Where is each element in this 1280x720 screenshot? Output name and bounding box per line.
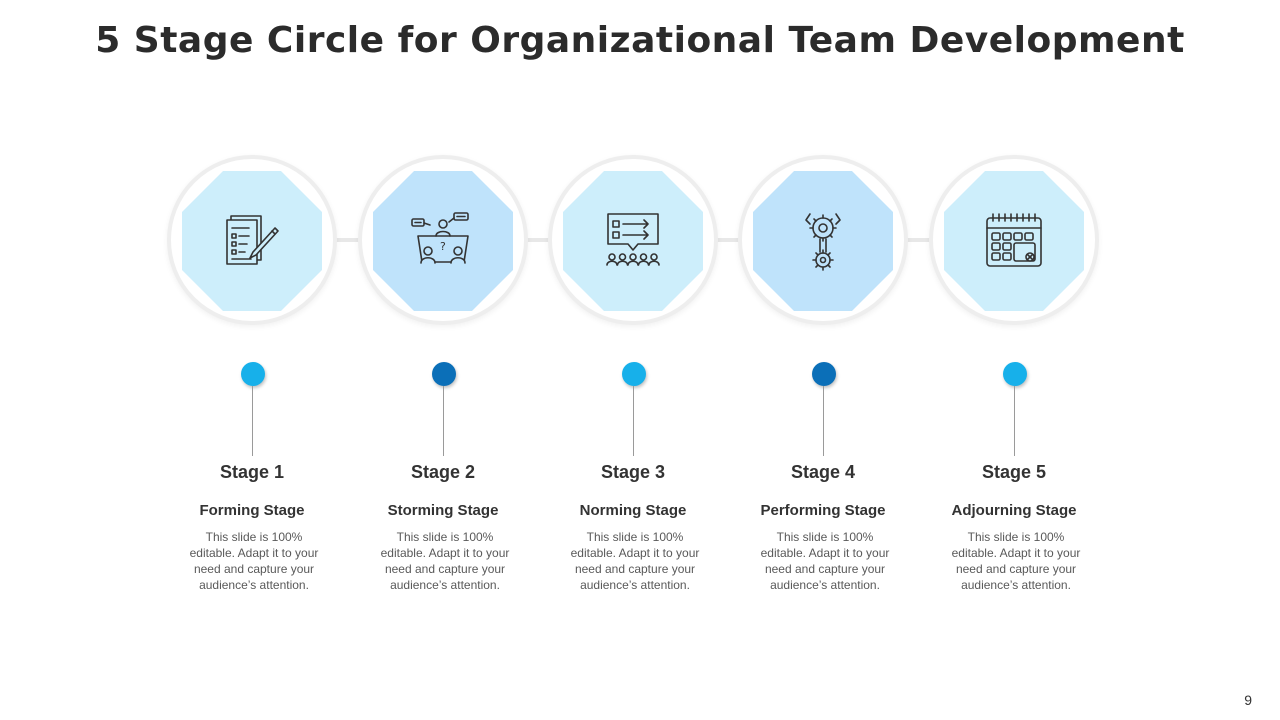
stage-description: This slide is 100% editable. Adapt it to… xyxy=(189,530,319,592)
meeting-discussion-icon: ? xyxy=(411,212,469,264)
checklist-pen-icon xyxy=(226,215,279,265)
stage-octagon xyxy=(563,171,703,311)
stage-connector-line xyxy=(1014,386,1015,456)
stage-connector-line xyxy=(823,386,824,456)
stage-marker xyxy=(1003,362,1027,386)
stage-name: Forming Stage xyxy=(199,502,305,519)
stage-marker xyxy=(812,362,836,386)
page-title: 5 Stage Circle for Organizational Team D… xyxy=(95,20,1185,61)
stage-label: Stage 2 xyxy=(410,462,476,482)
gears-icon xyxy=(805,213,841,271)
stage-2: ? Stage 2 Storming Stage This slide is 1… xyxy=(348,0,538,720)
stage-connector-line xyxy=(443,386,444,456)
stage-description: This slide is 100% editable. Adapt it to… xyxy=(951,530,1081,592)
stage-name: Norming Stage xyxy=(579,502,687,519)
stage-marker xyxy=(432,362,456,386)
stage-3: Stage 3 Norming Stage This slide is 100%… xyxy=(538,0,728,720)
stage-octagon xyxy=(373,171,513,311)
page-number: 9 xyxy=(1244,692,1252,708)
stage-4: Stage 4 Performing Stage This slide is 1… xyxy=(728,0,918,720)
stage-name: Adjourning Stage xyxy=(951,502,1077,519)
calendar-cancel-icon xyxy=(986,213,1042,267)
stage-description: This slide is 100% editable. Adapt it to… xyxy=(570,530,700,592)
stage-marker xyxy=(622,362,646,386)
stage-label: Stage 3 xyxy=(600,462,666,482)
stage-description: This slide is 100% editable. Adapt it to… xyxy=(760,530,890,592)
stage-label: Stage 4 xyxy=(790,462,856,482)
stage-octagon xyxy=(944,171,1084,311)
stage-description: This slide is 100% editable. Adapt it to… xyxy=(380,530,510,592)
stage-label: Stage 1 xyxy=(219,462,285,482)
stage-name: Storming Stage xyxy=(387,502,499,519)
stage-1: Stage 1 Forming Stage This slide is 100%… xyxy=(157,0,347,720)
presentation-audience-icon xyxy=(606,213,660,266)
stage-connector-line xyxy=(252,386,253,456)
stage-5: Stage 5 Adjourning Stage This slide is 1… xyxy=(919,0,1109,720)
stage-marker xyxy=(241,362,265,386)
stage-name: Performing Stage xyxy=(760,502,886,519)
stage-connector-line xyxy=(633,386,634,456)
stage-label: Stage 5 xyxy=(981,462,1047,482)
svg-text:?: ? xyxy=(440,240,446,253)
